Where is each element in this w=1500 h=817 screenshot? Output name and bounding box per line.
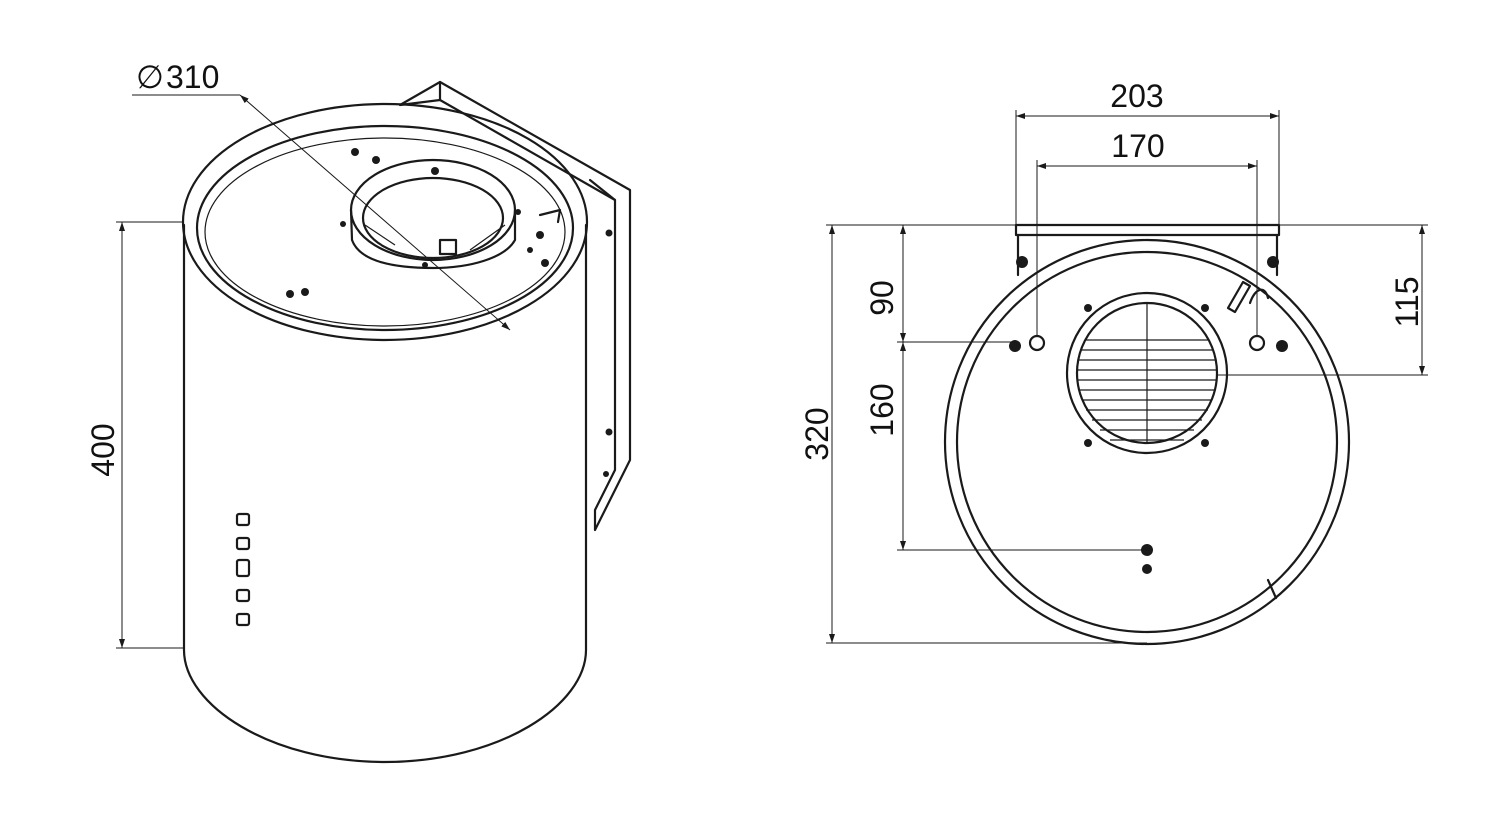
height-label: 400 — [85, 423, 121, 476]
exhaust-collar — [349, 158, 517, 270]
dimension-170: 170 — [1036, 128, 1258, 336]
plan-view: 203 170 320 90 160 — [799, 78, 1428, 646]
dimension-115: 115 — [1216, 224, 1428, 376]
width-inner-label: 170 — [1111, 128, 1164, 164]
isometric-view: ∅ 310 400 — [85, 59, 632, 764]
mount-screws — [1009, 280, 1288, 600]
offset-right-label: 115 — [1389, 276, 1425, 327]
dimension-90: 90 — [864, 224, 1016, 343]
fan-grille — [1065, 291, 1229, 455]
depth-total-label: 320 — [799, 407, 835, 460]
diameter-dimension: ∅ 310 — [132, 59, 511, 331]
diameter-symbol: ∅ — [136, 59, 164, 95]
offset-top-label: 90 — [864, 280, 900, 316]
dimension-203: 203 — [1015, 78, 1280, 225]
hood-cylinder — [181, 102, 589, 764]
dimension-320: 320 — [799, 224, 1147, 644]
mount-bracket — [1014, 223, 1281, 277]
offset-mid-label: 160 — [864, 383, 900, 436]
wall-bracket — [398, 80, 632, 532]
diameter-label: 310 — [166, 59, 219, 95]
width-outer-label: 203 — [1110, 78, 1163, 114]
height-dimension: 400 — [85, 221, 184, 649]
dimension-160: 160 — [864, 342, 1147, 551]
control-panel — [235, 512, 251, 627]
